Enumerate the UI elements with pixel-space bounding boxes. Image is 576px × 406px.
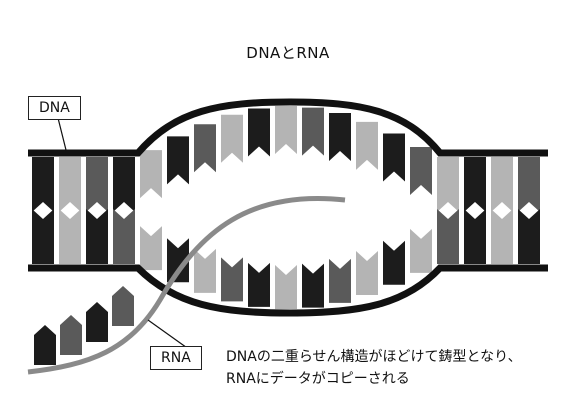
top-base-block (221, 114, 243, 163)
bottom-base-block (221, 257, 243, 302)
top-strand-bases (32, 106, 540, 212)
rna-base-block (34, 325, 56, 365)
top-base-block (113, 157, 135, 212)
top-base-block (194, 124, 216, 173)
bottom-base-block (194, 248, 216, 293)
bottom-base-block (32, 209, 54, 264)
bottom-base-block (464, 209, 486, 264)
bottom-base-block (491, 209, 513, 264)
top-base-block (383, 133, 405, 182)
rna-base-block (86, 302, 108, 342)
top-base-block (437, 157, 459, 212)
top-base-block (410, 146, 432, 195)
top-base-block (356, 121, 378, 170)
top-base-block (59, 157, 81, 212)
caption-line-2: RNAにデータがコピーされる (226, 371, 410, 387)
bottom-base-block (167, 238, 189, 283)
bottom-base-block (329, 258, 351, 303)
top-base-block (329, 113, 351, 162)
bottom-base-block (59, 209, 81, 264)
rna-base-block (60, 315, 82, 355)
dna-bottom-backbone (28, 264, 548, 317)
bottom-base-block (140, 226, 162, 271)
rna-bases (34, 286, 134, 365)
top-base-block (86, 157, 108, 212)
top-base-block (32, 157, 54, 212)
rna-base-block (112, 286, 134, 326)
bottom-base-block (86, 209, 108, 264)
caption-line-1: DNAの二重らせん構造がほどけて鋳型となり、 (226, 349, 522, 365)
top-base-block (140, 150, 162, 199)
dna-label: DNA (28, 96, 81, 120)
bottom-base-block (383, 240, 405, 285)
rna-strand (27, 196, 346, 375)
rna-label: RNA (150, 346, 202, 370)
bottom-base-block (302, 263, 324, 308)
top-base-block (248, 108, 270, 157)
bottom-base-block (275, 264, 297, 309)
rna-label-leader (147, 319, 191, 351)
bottom-base-block (518, 209, 540, 264)
caption: DNAの二重らせん構造がほどけて鋳型となり、 RNAにデータがコピーされる (226, 346, 522, 390)
diagram-title: DNAとRNA (246, 44, 330, 62)
top-base-block (491, 157, 513, 212)
top-base-block (302, 107, 324, 156)
dna-label-leader (57, 117, 67, 151)
top-base-block (167, 136, 189, 185)
top-base-block (518, 157, 540, 212)
bottom-base-block (356, 250, 378, 295)
bottom-base-block (248, 262, 270, 307)
dna-top-backbone (28, 98, 548, 157)
bottom-base-block (113, 209, 135, 264)
top-base-block (275, 106, 297, 155)
bottom-base-block (437, 209, 459, 264)
top-base-block (464, 157, 486, 212)
bottom-strand-bases (32, 209, 540, 309)
bottom-base-block (410, 228, 432, 273)
